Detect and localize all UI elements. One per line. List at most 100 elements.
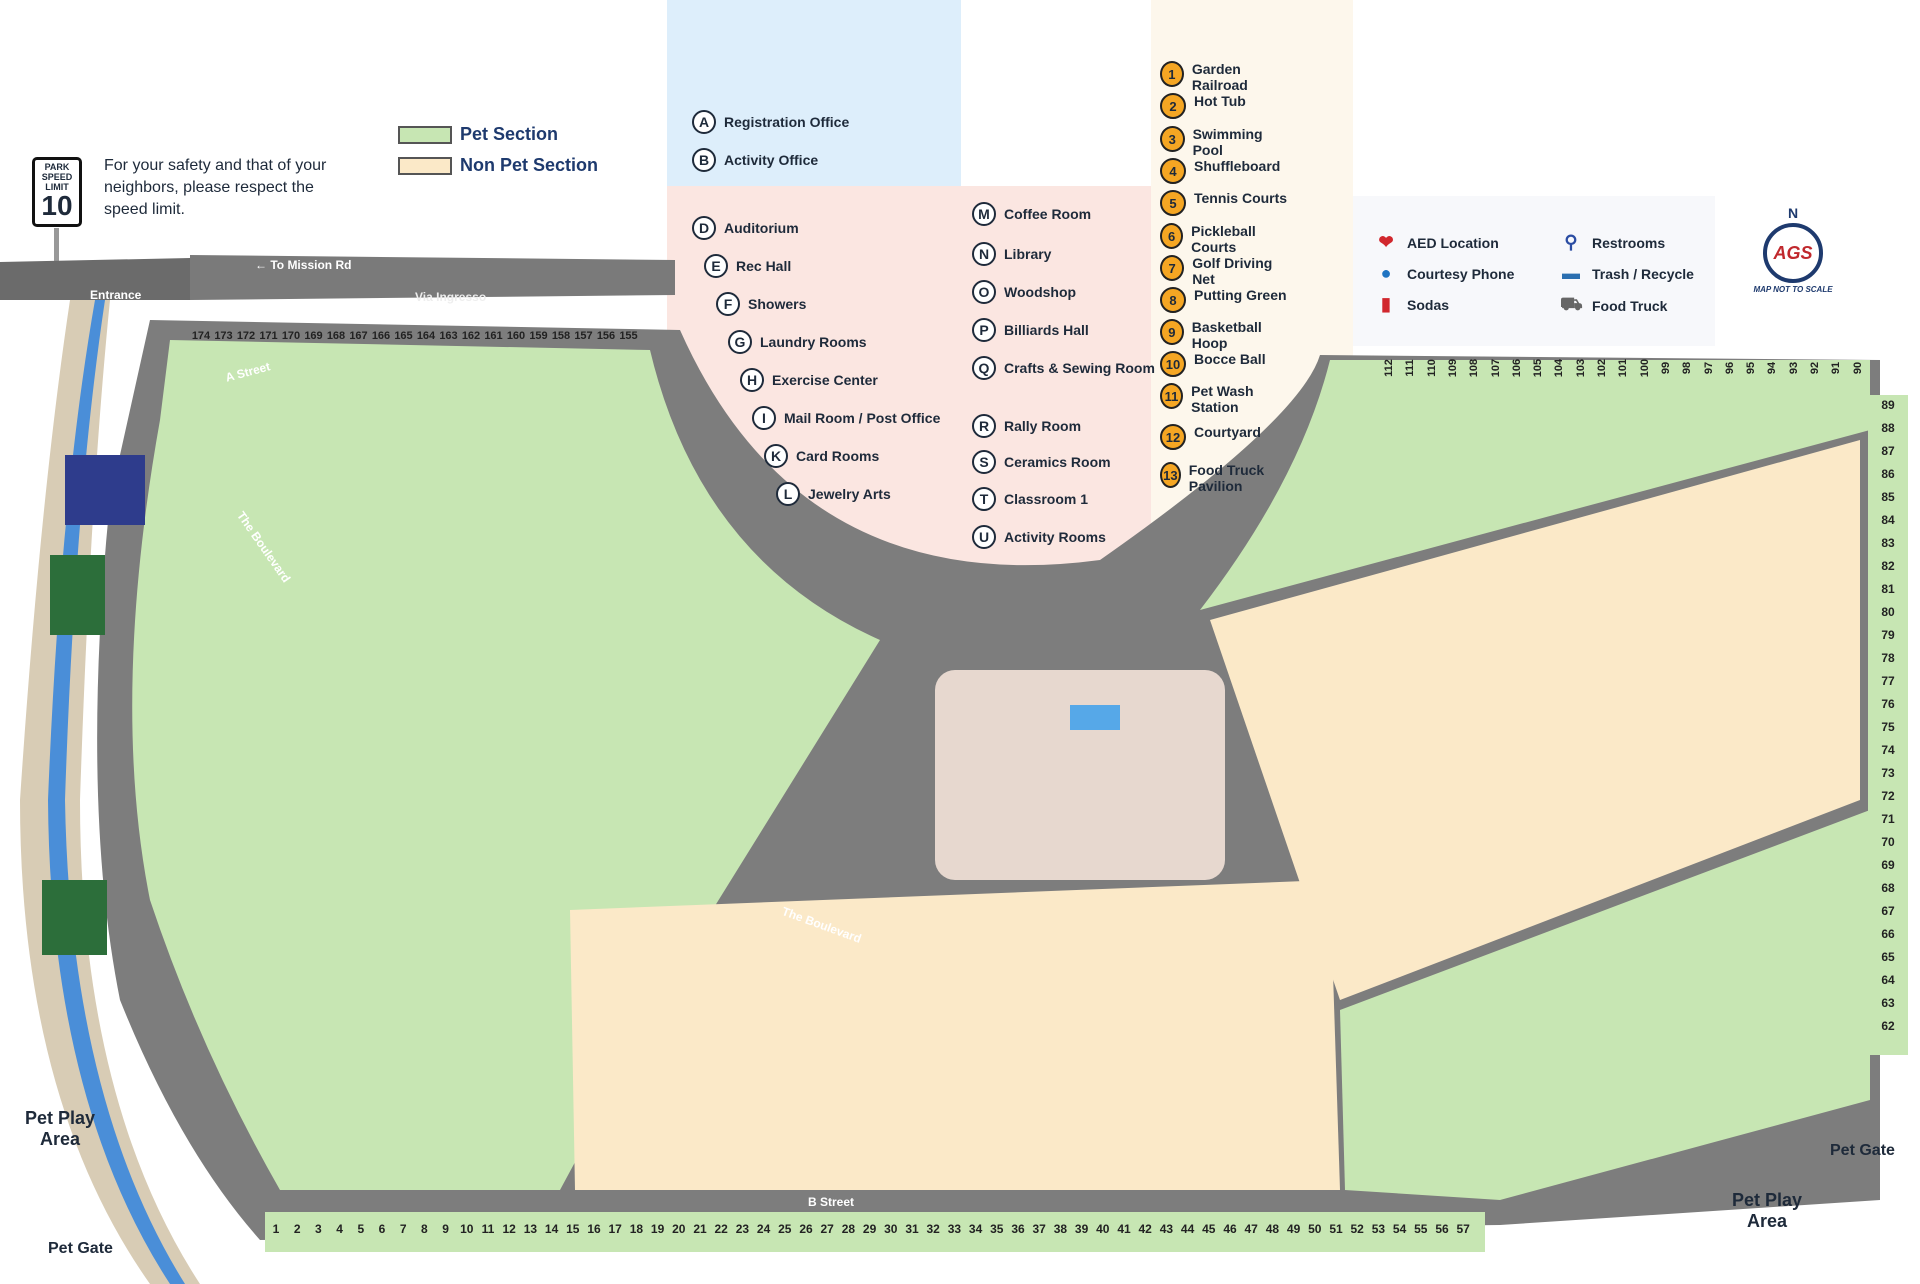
lot-number: 88: [1881, 421, 1895, 435]
lot-number: 111: [1404, 359, 1417, 377]
lot-number: 42: [1138, 1222, 1152, 1236]
soda-icon: ▮: [1381, 294, 1391, 314]
building-label: Billiards Hall: [1004, 322, 1089, 338]
lot-number: 4: [336, 1222, 343, 1236]
entrance-road: [0, 258, 190, 300]
lot-number: 67: [1881, 904, 1895, 918]
lot-number: 163: [439, 330, 458, 342]
building-label: Activity Office: [724, 152, 819, 168]
amenity-label: Hot Tub: [1194, 93, 1246, 109]
section-label: Pet Section: [460, 124, 559, 144]
lot-number: 71: [1881, 812, 1895, 826]
lot-number: 22: [714, 1222, 728, 1236]
icon-legend-label: Courtesy Phone: [1407, 265, 1515, 282]
lot-number: 18: [629, 1222, 644, 1236]
lot-number: 54: [1392, 1222, 1407, 1236]
lot-number: 98: [1681, 361, 1694, 375]
lot-number: 17: [608, 1222, 622, 1236]
courtesy-phone-icon: ●: [1380, 263, 1392, 283]
amenity-label: Pet Wash Station: [1191, 383, 1254, 415]
lot-number: 155: [619, 330, 638, 342]
lot-number: 173: [214, 330, 233, 342]
speed-note: For your safety and that of your neighbo…: [104, 157, 327, 218]
lot-number: 78: [1881, 651, 1895, 665]
lot-number: 162: [461, 330, 481, 342]
building-key: N: [972, 242, 996, 266]
lot-number: 28: [841, 1222, 856, 1236]
pet-section-east: [1200, 360, 1870, 610]
lot-number: 34: [968, 1222, 983, 1236]
map-not-to-scale: MAP NOT TO SCALE: [1753, 285, 1833, 294]
lot-number: 100: [1638, 358, 1651, 378]
lot-number: 3: [315, 1222, 322, 1236]
building-label: Library: [1004, 246, 1052, 262]
building-label: Rally Room: [1004, 418, 1082, 434]
lot-number: 57: [1456, 1222, 1470, 1236]
north-label: N: [1787, 205, 1799, 221]
lot-number: 66: [1881, 927, 1895, 941]
lot-number: 96: [1723, 361, 1736, 375]
amenity-label: Swimming Pool: [1192, 126, 1263, 158]
amenity-number: 10: [1160, 351, 1186, 377]
lot-number: 87: [1881, 444, 1895, 458]
icon-legend-item: ⚲ Restrooms: [1560, 232, 1665, 253]
lot-number: 102: [1596, 358, 1608, 378]
building-label: Card Rooms: [796, 448, 880, 464]
lot-number: 8: [421, 1222, 428, 1236]
lot-number: 23: [735, 1222, 750, 1236]
lot-number: 101: [1617, 358, 1630, 378]
pet-gate-right[interactable]: Pet Gate: [1830, 1142, 1895, 1159]
amenity-label: Putting Green: [1194, 287, 1287, 303]
lot-number: 73: [1881, 766, 1895, 780]
restroom-icon: ⚲: [1564, 232, 1578, 252]
section-legend-item: Pet Section: [398, 124, 558, 145]
right-lot-strip: [1868, 395, 1908, 1055]
to-mission-label: ← To Mission Rd: [255, 258, 352, 272]
lot-number: 37: [1032, 1222, 1046, 1236]
lot-number: 48: [1265, 1222, 1280, 1236]
lot-number: 99: [1659, 361, 1672, 375]
lot-number: 49: [1286, 1222, 1301, 1236]
pet-gate-left[interactable]: Pet Gate: [48, 1240, 113, 1257]
pet-section-southeast: [1340, 810, 1870, 1200]
lot-number: 69: [1881, 858, 1895, 872]
building-key: I: [752, 406, 776, 430]
lot-number: 11: [481, 1222, 495, 1236]
icon-legend-label: Restrooms: [1592, 234, 1666, 251]
lot-number: 41: [1117, 1222, 1131, 1236]
pickleball-courts: [50, 555, 105, 635]
lot-number: 161: [484, 330, 503, 342]
sign-value: 10: [41, 190, 73, 221]
b-street-label: B Street: [808, 1195, 855, 1209]
lot-number: 45: [1202, 1222, 1216, 1236]
lot-number: 112: [1383, 359, 1395, 377]
lot-number: 93: [1787, 361, 1800, 375]
lot-number: 157: [574, 330, 593, 342]
building-key: A: [692, 110, 716, 134]
lot-number: 169: [304, 330, 323, 342]
lot-number: 174: [191, 330, 211, 342]
sign-post: [54, 228, 59, 268]
lot-number: 75: [1881, 720, 1895, 734]
building-key: M: [972, 202, 996, 226]
lot-number: 168: [326, 330, 346, 342]
amenity-number: 4: [1160, 158, 1186, 184]
building-label: Woodshop: [1004, 284, 1077, 300]
building-label: Mail Room / Post Office: [784, 410, 941, 426]
lot-number: 92: [1809, 361, 1821, 375]
lot-number: 166: [371, 330, 391, 342]
icon-legend-item: ❤AED Location: [1375, 232, 1499, 253]
lot-number: 171: [259, 330, 278, 342]
icon-legend-label: AED Location: [1407, 234, 1499, 251]
